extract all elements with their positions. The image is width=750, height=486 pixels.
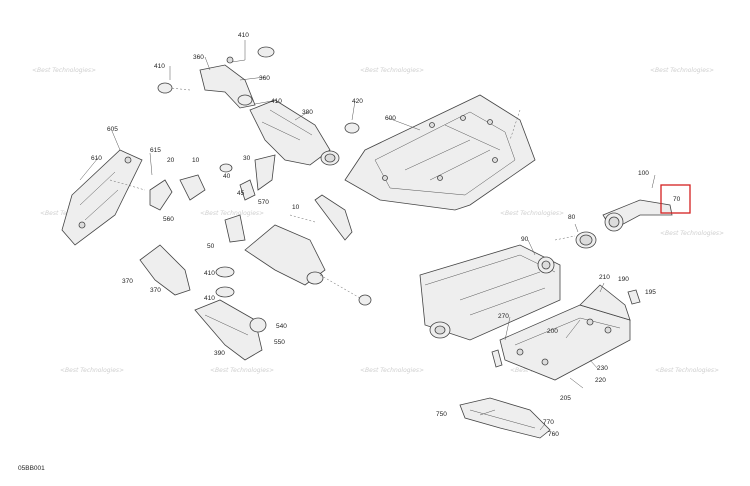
heat-shield-600	[344, 94, 536, 211]
part-label: 90	[521, 236, 529, 243]
watermark: <Best Technologies>	[660, 230, 724, 237]
leader-lines	[79, 40, 656, 431]
part-label: 380	[302, 109, 313, 116]
part-label: 100	[638, 170, 649, 177]
reference-code: 05BB001	[18, 465, 45, 472]
part-label: 10	[292, 204, 300, 211]
heat-shield-750	[459, 397, 551, 439]
watermark: <Best Technologies>	[32, 67, 96, 74]
watermark: <Best Technologies>	[360, 367, 424, 374]
part-label: 70	[673, 196, 681, 203]
part-labels: 410 360 410 360 410 380 420 600 605 615 …	[91, 32, 681, 438]
part-label: 360	[193, 54, 204, 61]
part-label: 20	[167, 157, 175, 164]
part-label: 30	[243, 155, 251, 162]
part-label: 10	[192, 157, 200, 164]
part-label: 550	[274, 339, 285, 346]
bracket-610	[61, 149, 143, 246]
middle-parts	[149, 154, 353, 243]
part-label: 230	[597, 365, 608, 372]
part-label: 270	[498, 313, 509, 320]
part-label: 80	[568, 214, 576, 221]
part-label: 210	[599, 274, 610, 281]
part-label: 410	[271, 98, 282, 105]
front-pipe-370	[139, 224, 372, 306]
part-label: 360	[259, 75, 270, 82]
highlight-box	[660, 184, 691, 214]
watermark: <Best Technologies>	[650, 67, 714, 74]
part-label: 390	[214, 350, 225, 357]
part-label: 560	[163, 216, 174, 223]
part-label: 370	[150, 287, 161, 294]
muffler-90	[419, 244, 561, 341]
part-label: 50	[207, 243, 215, 250]
part-label: 370	[122, 278, 133, 285]
tailpipe-parts	[537, 199, 673, 274]
part-label: 770	[543, 419, 554, 426]
bracket-200	[491, 284, 641, 381]
part-label: 420	[352, 98, 363, 105]
part-label: 410	[238, 32, 249, 39]
part-label: 750	[436, 411, 447, 418]
watermark: <Best Technologies>	[360, 67, 424, 74]
part-label: 205	[560, 395, 571, 402]
part-label: 40	[223, 173, 231, 180]
part-label: 615	[150, 147, 161, 154]
part-label: 190	[618, 276, 629, 283]
watermark: <Best Technologies>	[60, 367, 124, 374]
part-label: 600	[385, 115, 396, 122]
part-label: 410	[204, 270, 215, 277]
heat-shield-390	[194, 299, 267, 361]
part-label: 605	[107, 126, 118, 133]
watermark: <Best Technologies>	[210, 367, 274, 374]
part-label: 220	[595, 377, 606, 384]
watermark: <Best Technologies>	[655, 367, 719, 374]
part-label: 195	[645, 289, 656, 296]
part-label: 410	[154, 63, 165, 70]
clamps-top	[157, 46, 360, 134]
part-label: 760	[548, 431, 559, 438]
watermark: <Best Technologies>	[200, 210, 264, 217]
watermark: <Best Technologies>	[500, 210, 564, 217]
part-label: 610	[91, 155, 102, 162]
part-label: 570	[258, 199, 269, 206]
part-label: 45	[237, 190, 245, 197]
part-label: 540	[276, 323, 287, 330]
part-label: 410	[204, 295, 215, 302]
part-label: 200	[547, 328, 558, 335]
